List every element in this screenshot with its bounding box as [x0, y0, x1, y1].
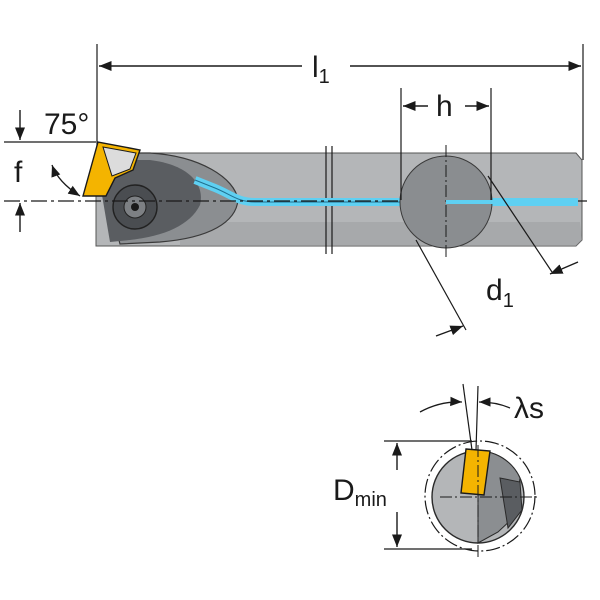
- lambda-s-label: λs: [514, 392, 544, 425]
- d1-arrow-right: [549, 261, 579, 275]
- lambda-arrow-left: [419, 396, 463, 413]
- insert-clamp: [102, 146, 137, 177]
- insert-end-view: [460, 448, 491, 496]
- d1-label: d1: [486, 274, 514, 312]
- d1-leader-left: [415, 239, 467, 331]
- lambda-line-1: [462, 383, 473, 451]
- lambda-arrow-right: [478, 397, 511, 409]
- screw-socket: [131, 203, 139, 211]
- dmin-label: Dmin: [333, 474, 387, 511]
- f-label: f: [14, 156, 23, 189]
- l1-label: l1: [312, 51, 330, 88]
- h-label: h: [436, 90, 453, 123]
- angle-label: 75°: [44, 108, 89, 141]
- end-view-pocket: [499, 477, 523, 530]
- d1-leader-right: [487, 175, 553, 273]
- lambda-line-2: [475, 385, 479, 451]
- angle-arc: [51, 164, 81, 197]
- coolant-channel-edge: [194, 179, 578, 203]
- min-bore-circle: [424, 440, 536, 552]
- d1-arrow-left: [435, 325, 464, 337]
